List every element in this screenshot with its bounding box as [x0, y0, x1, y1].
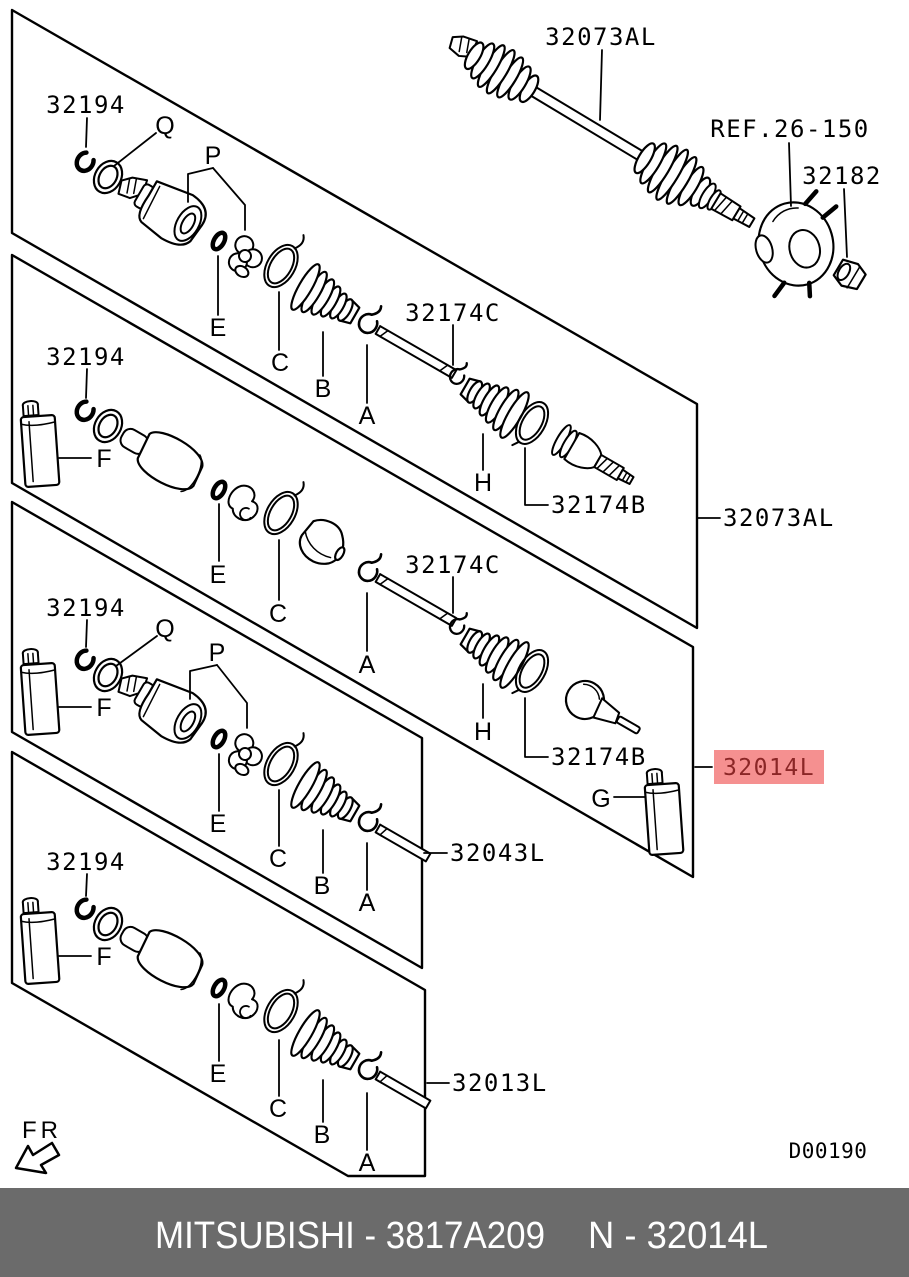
key-a-p2: A — [359, 592, 376, 679]
wheel-hub-drawing — [754, 189, 839, 299]
key-h-p2: H — [474, 683, 492, 746]
callout-32194-p4[interactable]: 32194 — [46, 848, 126, 897]
key-c-p3: C — [269, 789, 287, 873]
part-label-32194-p3[interactable]: 32194 — [46, 594, 126, 622]
footer-background — [0, 1188, 909, 1277]
part-label-32174b-p2[interactable]: 32174B — [551, 743, 647, 771]
key-c-p4: C — [269, 1039, 287, 1123]
panel-outline-2 — [10, 253, 695, 879]
key-letter-e: E — [210, 1060, 227, 1088]
part-label-32073al-top[interactable]: 32073AL — [545, 23, 657, 51]
key-h-p1: H — [474, 433, 492, 497]
callout-32073al-top[interactable]: 32073AL — [545, 23, 657, 121]
part-label-ref-26-150[interactable]: REF.26-150 — [710, 115, 870, 143]
key-letter-f: F — [96, 694, 111, 722]
key-c-p1: C — [271, 291, 289, 377]
part-label-32043l[interactable]: 32043L — [450, 839, 546, 867]
footer-bar: MITSUBISHI - 3817A209 N - 32014L — [0, 1188, 909, 1277]
key-letter-f: F — [96, 445, 111, 473]
callout-32174b-p1[interactable]: 32174B — [524, 447, 647, 519]
part-label-32014l[interactable]: 32014L — [723, 755, 815, 781]
key-f-p2: F — [58, 445, 112, 473]
part-label-32194-p4[interactable]: 32194 — [46, 848, 126, 876]
key-letter-e: E — [210, 314, 227, 342]
key-letter-b: B — [314, 1121, 331, 1149]
key-p-p3: P — [189, 639, 248, 729]
assembled-driveshaft-drawing — [448, 35, 756, 228]
key-g-p2: G — [591, 785, 646, 813]
key-letter-c: C — [269, 1095, 287, 1123]
callout-32043l[interactable]: 32043L — [423, 839, 546, 867]
key-letter-h: H — [474, 469, 492, 497]
key-p-p1: P — [187, 142, 246, 231]
key-letter-b: B — [315, 375, 332, 403]
key-e-p4: E — [210, 1003, 227, 1088]
key-letter-g: G — [591, 785, 610, 813]
callout-ref-26-150[interactable]: REF.26-150 — [710, 115, 870, 207]
footer-part-ref: N - 32014L — [588, 1215, 768, 1257]
key-letter-c: C — [269, 845, 287, 873]
part-label-32174c-p2[interactable]: 32174C — [405, 551, 501, 579]
panel-outline-1 — [10, 8, 699, 630]
panel-outline-4 — [10, 750, 427, 1178]
part-label-32182[interactable]: 32182 — [802, 162, 882, 190]
callout-32174b-p2[interactable]: 32174B — [524, 697, 647, 771]
key-letter-a: A — [359, 889, 376, 917]
key-letter-b: B — [314, 872, 331, 900]
callout-32194-p1[interactable]: 32194 — [46, 91, 126, 148]
hub-nut-drawing — [832, 258, 867, 291]
callout-32174c-p1[interactable]: 32174C — [405, 299, 501, 366]
key-b-p4: B — [314, 1079, 331, 1149]
part-label-32174b-p1[interactable]: 32174B — [551, 491, 647, 519]
key-e-p3: E — [210, 753, 227, 838]
key-e-p1: E — [210, 255, 227, 342]
key-letter-c: C — [269, 600, 287, 628]
callout-32013l[interactable]: 32013L — [426, 1069, 548, 1097]
part-label-32194-p2[interactable]: 32194 — [46, 343, 126, 371]
callout-32014l-highlighted[interactable]: 32014L — [694, 750, 824, 784]
fr-arrow-icon — [14, 1141, 61, 1175]
panel-outline-3 — [10, 500, 424, 970]
key-letter-c: C — [271, 349, 289, 377]
key-letter-h: H — [474, 718, 492, 746]
key-q-p3: Q — [115, 615, 175, 667]
key-c-p2: C — [269, 539, 287, 628]
part-label-32194-p1[interactable]: 32194 — [46, 91, 126, 119]
key-letter-a: A — [359, 402, 376, 430]
key-letter-a: A — [359, 1149, 376, 1177]
callout-32194-p2[interactable]: 32194 — [46, 343, 126, 399]
key-a-p3: A — [359, 842, 376, 917]
key-q-p1: Q — [113, 112, 175, 167]
key-letter-q: Q — [155, 112, 174, 140]
key-letter-e: E — [210, 810, 227, 838]
key-letter-a: A — [359, 651, 376, 679]
callout-32073al-right[interactable]: 32073AL — [697, 504, 835, 532]
key-letter-p: P — [209, 639, 226, 667]
drawing-code: D00190 — [789, 1139, 868, 1163]
footer-brand-part: MITSUBISHI - 3817A209 — [155, 1215, 545, 1257]
key-letter-e: E — [210, 561, 227, 589]
fr-label: FR — [22, 1117, 62, 1144]
part-label-32073al-right[interactable]: 32073AL — [723, 504, 835, 532]
part-label-32174c-p1[interactable]: 32174C — [405, 299, 501, 327]
callout-32182[interactable]: 32182 — [802, 162, 882, 258]
callout-32174c-p2[interactable]: 32174C — [405, 551, 501, 614]
key-f-p3: F — [58, 694, 112, 722]
key-letter-f: F — [96, 943, 111, 971]
key-f-p4: F — [58, 943, 112, 971]
front-direction-marker: FR — [14, 1117, 62, 1175]
key-a-p1: A — [359, 344, 376, 430]
key-a-p4: A — [359, 1092, 376, 1177]
part-label-32013l[interactable]: 32013L — [452, 1069, 548, 1097]
highlight-box[interactable] — [714, 750, 824, 784]
key-b-p3: B — [314, 829, 331, 900]
key-letter-q: Q — [155, 615, 174, 643]
key-letter-p: P — [205, 142, 222, 170]
key-b-p1: B — [315, 331, 332, 403]
callout-32194-p3[interactable]: 32194 — [46, 594, 126, 648]
key-e-p2: E — [210, 503, 227, 589]
